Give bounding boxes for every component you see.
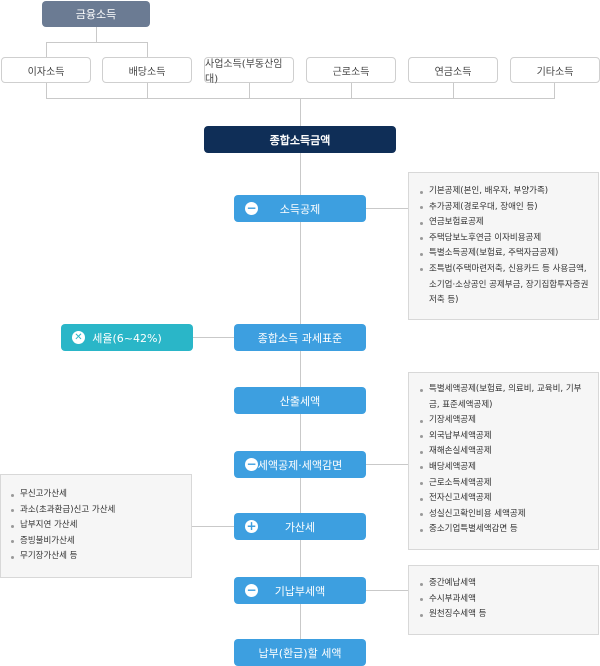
connector xyxy=(193,337,234,338)
list-item: 재해손실세액공제 xyxy=(419,444,590,460)
connector xyxy=(300,98,301,126)
connector xyxy=(366,464,408,465)
list-item: 전자신고세액공제 xyxy=(419,491,590,507)
list-item: 기본공제(본인, 배우자, 부양가족) xyxy=(419,184,590,200)
list-item: 중간예납세액 xyxy=(419,576,590,592)
list-item: 중소기업특별세액감면 등 xyxy=(419,522,590,538)
list-item: 주택담보노후연금 이자비용공제 xyxy=(419,231,590,247)
list-item: 근로소득세액공제 xyxy=(419,476,590,492)
tax-credit-box: − 세액공제·세액감면 xyxy=(234,451,366,478)
prepaid-notes: 중간예납세액 수시부과세액 원천징수세액 등 xyxy=(408,565,599,635)
connector xyxy=(453,83,454,99)
tax-credit-label: 세액공제·세액감면 xyxy=(257,458,343,472)
surcharge-box: + 가산세 xyxy=(234,513,366,540)
surcharge-label: 가산세 xyxy=(284,520,316,534)
list-item: 외국납부세액공제 xyxy=(419,429,590,445)
prepaid-tax-label: 기납부세액 xyxy=(274,584,326,598)
pension-income-box: 연금소득 xyxy=(408,57,498,83)
business-income-box: 사업소득(부동산임대) xyxy=(204,57,294,85)
connector xyxy=(96,27,97,43)
total-income-box: 종합소득금액 xyxy=(204,126,396,153)
surcharge-notes: 무신고가산세 과소(초과환급)신고 가산세 납부지연 가산세 증빙불비가산세 무… xyxy=(0,474,192,578)
prepaid-tax-box: − 기납부세액 xyxy=(234,577,366,604)
income-deduction-box: − 소득공제 xyxy=(234,195,366,222)
financial-income-box: 금융소득 xyxy=(42,1,150,27)
list-item: 무기장가산세 등 xyxy=(10,549,183,565)
payable-tax-box: 납부(환급)할 세액 xyxy=(234,639,366,666)
list-item: 증빙불비가산세 xyxy=(10,534,183,550)
earned-income-box: 근로소득 xyxy=(306,57,396,83)
connector xyxy=(249,83,250,99)
list-item: 성실신고확인비용 세액공제 xyxy=(419,507,590,523)
deduction-notes: 기본공제(본인, 배우자, 부양가족) 추가공제(경로우대, 장애인 등) 연금… xyxy=(408,172,599,320)
minus-icon: − xyxy=(245,457,258,471)
list-item: 원천징수세액 등 xyxy=(419,607,590,623)
calculated-tax-box: 산출세액 xyxy=(234,387,366,414)
minus-icon: − xyxy=(245,583,258,597)
dividend-income-box: 배당소득 xyxy=(102,57,192,83)
tax-base-box: 종합소득 과세표준 xyxy=(234,324,366,351)
income-deduction-label: 소득공제 xyxy=(279,202,321,216)
connector xyxy=(147,83,148,99)
connector xyxy=(366,208,408,209)
connector xyxy=(192,526,234,527)
list-item: 특별소득공제(보험료, 주택자금공제) xyxy=(419,246,590,262)
times-icon: ✕ xyxy=(72,331,85,344)
connector xyxy=(554,83,555,99)
list-item: 연금보험료공제 xyxy=(419,215,590,231)
connector xyxy=(351,83,352,99)
connector xyxy=(46,42,147,43)
connector xyxy=(147,42,148,57)
list-item: 무신고가산세 xyxy=(10,487,183,503)
list-item: 조특법(주택마련저축, 신용카드 등 사용금액, 소기업·소상공인 공제부금, … xyxy=(419,262,590,309)
list-item: 납부지연 가산세 xyxy=(10,518,183,534)
tax-credit-notes: 특별세액공제(보험료, 의료비, 교육비, 기부금, 표준세액공제) 기장세액공… xyxy=(408,372,599,550)
minus-icon: − xyxy=(245,201,258,215)
list-item: 기장세액공제 xyxy=(419,413,590,429)
list-item: 배당세액공제 xyxy=(419,460,590,476)
interest-income-box: 이자소득 xyxy=(1,57,91,83)
other-income-box: 기타소득 xyxy=(510,57,600,83)
plus-icon: + xyxy=(245,519,258,533)
list-item: 수시부과세액 xyxy=(419,592,590,608)
list-item: 추가공제(경로우대, 장애인 등) xyxy=(419,200,590,216)
tax-rate-label: 세율(6~42%) xyxy=(92,331,162,345)
list-item: 과소(초과환급)신고 가산세 xyxy=(10,503,183,519)
connector xyxy=(46,83,47,99)
list-item: 특별세액공제(보험료, 의료비, 교육비, 기부금, 표준세액공제) xyxy=(419,382,590,413)
connector xyxy=(46,42,47,57)
connector xyxy=(366,590,408,591)
tax-rate-box: ✕ 세율(6~42%) xyxy=(61,324,193,351)
